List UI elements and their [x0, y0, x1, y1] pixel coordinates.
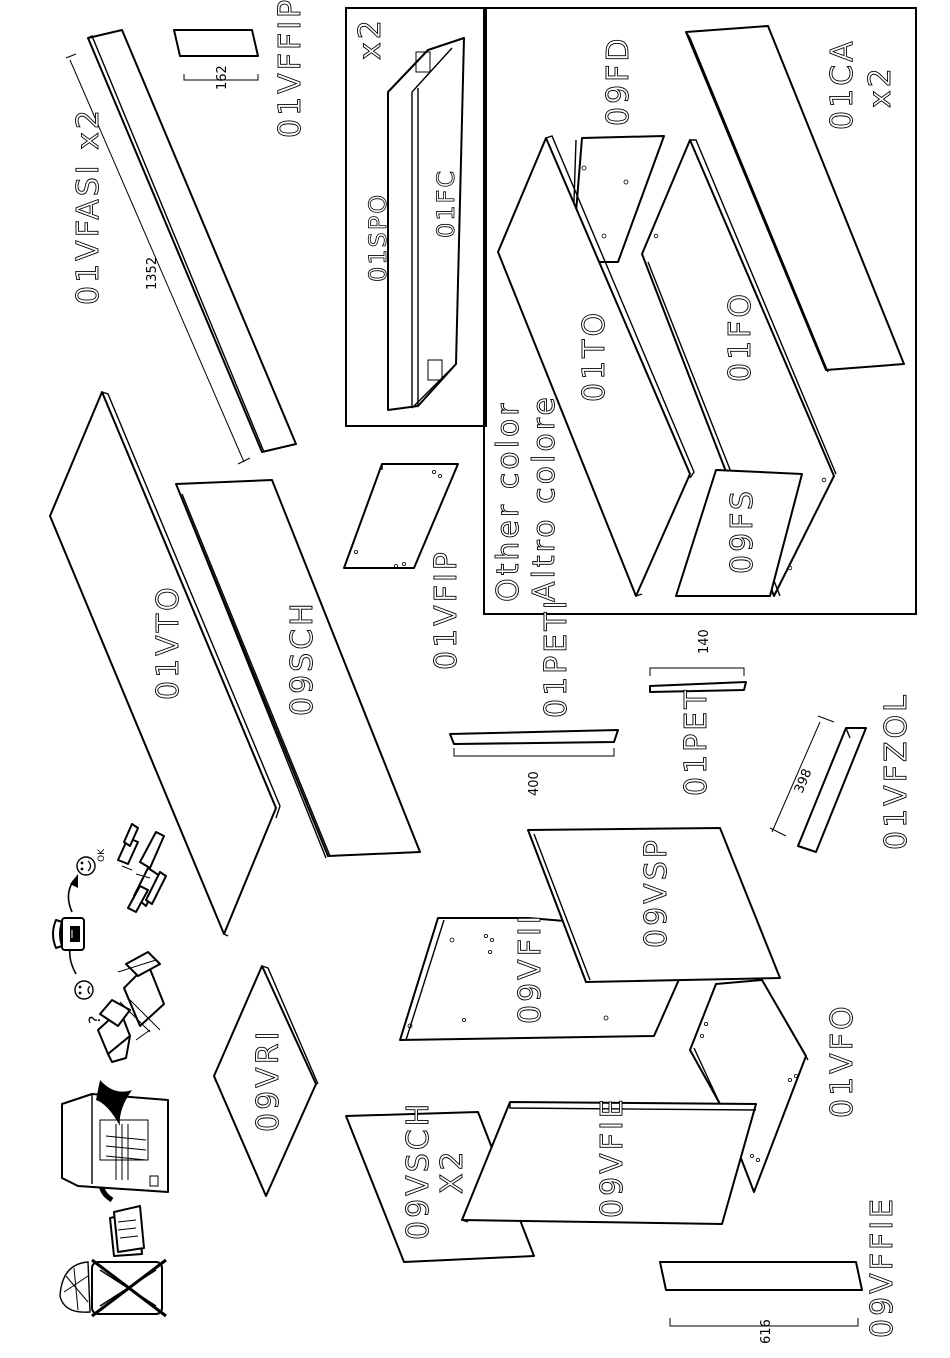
label-x2-box: x2	[353, 17, 388, 60]
label-09vsch-x2: X2	[435, 1148, 470, 1194]
happy-face-icon	[77, 857, 95, 875]
label-01vto: 01VTO	[151, 584, 186, 700]
group-other-color: 01CA x2 09FD 01TO 01FO	[484, 8, 916, 614]
part-09fd: 09FD	[572, 35, 664, 262]
dim-140: 140	[697, 629, 712, 654]
trash-bin-crossed-icon	[60, 1260, 166, 1316]
part-01vffip: 162 01VFFIP	[174, 0, 308, 138]
label-01fo: 01FO	[723, 291, 758, 382]
label-09vri: 09VRI	[251, 1029, 286, 1132]
dim-398: 398	[792, 767, 816, 796]
label-other-color: Other color	[491, 400, 526, 602]
label-01vfo: 01VFO	[825, 1003, 860, 1118]
label-01vffip: 01VFFIP	[273, 0, 308, 138]
label-01vfasi: 01VFASI x2	[71, 107, 106, 305]
box-parts-icon	[98, 952, 164, 1062]
label-altro-colore: Altro colore	[527, 394, 562, 602]
label-01ca: 01CA	[825, 38, 860, 130]
label-01vfip: 01VFIP	[429, 549, 464, 670]
dim-616: 616	[759, 1319, 774, 1344]
part-01vto: 01VTO	[50, 392, 280, 936]
part-01pet: 140 01PET	[650, 629, 746, 796]
label-09vfii: 09VFII	[513, 912, 548, 1024]
label-09fs: 09FS	[725, 488, 760, 574]
label-01pet: 01PET	[679, 687, 714, 796]
label-09vsch: 09VSCH	[401, 1101, 436, 1240]
service-icons: ? OK	[53, 824, 168, 1316]
part-01peti: 01PETI 400	[450, 598, 618, 796]
label-09vsp: 09VSP	[639, 837, 674, 948]
label-01to: 01TO	[577, 310, 612, 402]
ok-label: OK	[97, 848, 107, 862]
dim-400: 400	[527, 771, 542, 796]
panels-ok-icon	[118, 824, 166, 912]
manual-book-icon	[110, 1206, 144, 1256]
label-01fc: 01FC	[432, 169, 460, 238]
part-09vri: 09VRI	[214, 966, 318, 1196]
label-01spo: 01SPO	[364, 193, 392, 282]
sad-face-icon	[75, 981, 93, 999]
part-09vfie: 09VFIE	[462, 1096, 756, 1224]
part-01vfzol: 398 01VFZOL	[770, 692, 914, 852]
group-x2-box: x2 01SPO 01FC	[346, 8, 486, 426]
dim-162: 162	[215, 65, 230, 90]
telephone-icon	[53, 918, 84, 950]
label-09fd: 09FD	[601, 35, 636, 126]
label-09vffie: 09VFFIE	[865, 1196, 900, 1338]
label-01ca-x2: x2	[863, 65, 898, 108]
part-01vfip: 01VFIP	[344, 464, 464, 670]
question-mark: ?	[85, 1016, 104, 1025]
label-09vfie: 09VFIE	[595, 1096, 630, 1218]
label-01peti: 01PETI	[539, 598, 574, 718]
label-09sch: 09SCH	[285, 600, 320, 716]
dim-1352: 1352	[145, 257, 160, 290]
label-01vfzol: 01VFZOL	[879, 692, 914, 850]
